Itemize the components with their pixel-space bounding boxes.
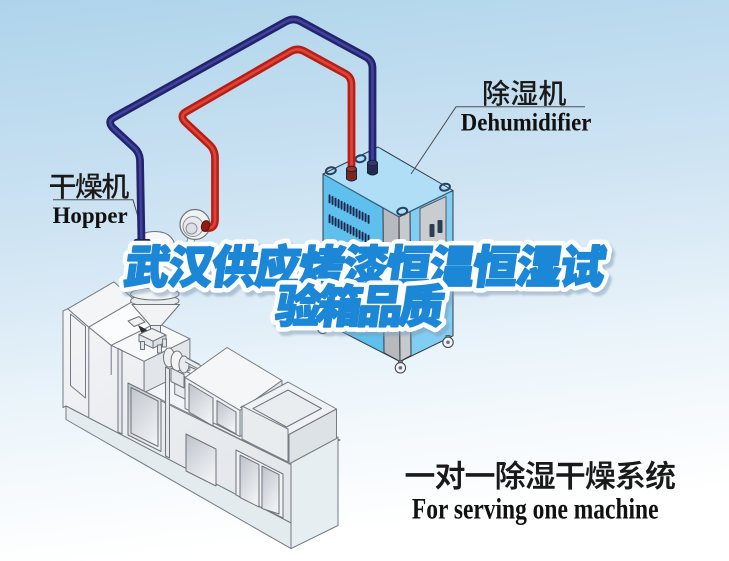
svg-text:Dehumidifier: Dehumidifier — [461, 109, 592, 136]
svg-text:For serving one machine: For serving one machine — [412, 494, 659, 526]
svg-text:Hopper: Hopper — [53, 203, 128, 229]
